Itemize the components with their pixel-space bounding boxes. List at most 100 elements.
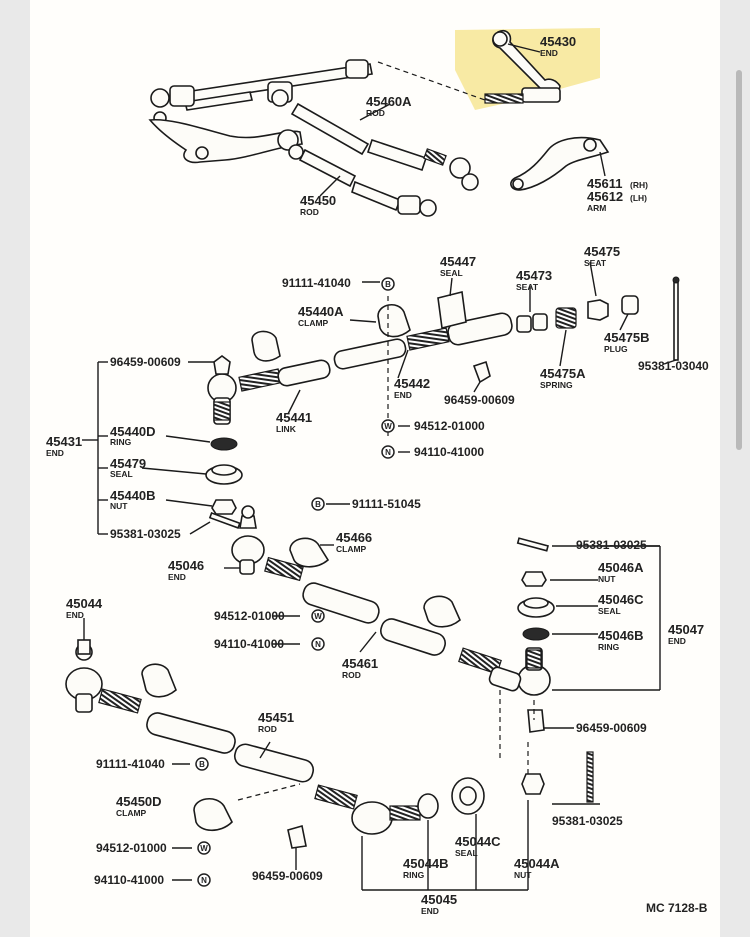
label-45441-name: LINK bbox=[276, 424, 297, 434]
label-45612-suffix: (LH) bbox=[630, 193, 647, 203]
label-45475-name: SEAT bbox=[584, 258, 607, 268]
label-45460A-num: 45460A bbox=[366, 94, 412, 109]
label-45461-name: ROD bbox=[342, 670, 361, 680]
label-45045-num: 45045 bbox=[421, 892, 457, 907]
label-45047-num: 45047 bbox=[668, 622, 704, 637]
relay-rod-assembly bbox=[208, 505, 555, 790]
badge-b-1: B bbox=[385, 280, 391, 289]
label-45475-num: 45475 bbox=[584, 244, 620, 259]
label-45473-num: 45473 bbox=[516, 268, 552, 283]
label-95381-03025-a: 95381-03025 bbox=[110, 527, 181, 541]
label-45450-num: 45450 bbox=[300, 193, 336, 208]
label-45044C-num: 45044C bbox=[455, 834, 501, 849]
label-45045-name: END bbox=[421, 906, 439, 916]
label-45479-name: SEAL bbox=[110, 469, 133, 479]
label-45451-num: 45451 bbox=[258, 710, 294, 725]
label-45466-num: 45466 bbox=[336, 530, 372, 545]
label-45612-name: ARM bbox=[587, 203, 606, 213]
label-94512-01000-c: 94512-01000 bbox=[96, 841, 167, 855]
label-94110-41000-a: 94110-41000 bbox=[414, 445, 484, 459]
label-45431-name: END bbox=[46, 448, 64, 458]
label-91111-51045: 91111-51045 bbox=[352, 497, 421, 511]
label-45431-num: 45431 bbox=[46, 434, 82, 449]
badge-n-3: N bbox=[201, 876, 207, 885]
label-96459-00609-a: 96459-00609 bbox=[110, 355, 181, 369]
label-45475B-name: PLUG bbox=[604, 344, 628, 354]
label-45046-num: 45046 bbox=[168, 558, 204, 573]
label-95381-03040: 95381-03040 bbox=[638, 359, 709, 373]
label-45611-suffix: (RH) bbox=[630, 180, 648, 190]
label-96459-00609-c: 96459-00609 bbox=[576, 721, 647, 735]
label-96459-00609-b: 96459-00609 bbox=[444, 393, 515, 407]
label-45450D-name: CLAMP bbox=[116, 808, 147, 818]
badge-w-1: W bbox=[384, 422, 392, 431]
label-45044A-num: 45044A bbox=[514, 856, 560, 871]
label-45046-name: END bbox=[168, 572, 186, 582]
label-45441-num: 45441 bbox=[276, 410, 312, 425]
label-94512-01000-a: 94512-01000 bbox=[414, 419, 485, 433]
label-45461-num: 45461 bbox=[342, 656, 378, 671]
label-45442-name: END bbox=[394, 390, 412, 400]
label-91111-41040-a: 91111-41040 bbox=[282, 276, 351, 290]
label-45046A-name: NUT bbox=[598, 574, 616, 584]
label-45450-name: ROD bbox=[300, 207, 319, 217]
label-45473-name: SEAT bbox=[516, 282, 539, 292]
circled-badges: B W N B W N B W N bbox=[195, 277, 395, 887]
label-45046B-num: 45046B bbox=[598, 628, 644, 643]
label-45046A-num: 45046A bbox=[598, 560, 644, 575]
label-45440A-name: CLAMP bbox=[298, 318, 329, 328]
label-91111-41040-b: 91111-41040 bbox=[96, 757, 165, 771]
figure-code: MC 7128-B bbox=[646, 901, 708, 915]
label-45475A-name: SPRING bbox=[540, 380, 573, 390]
label-45044-num: 45044 bbox=[66, 596, 103, 611]
label-45046C-num: 45046C bbox=[598, 592, 644, 607]
label-45612-num: 45612 bbox=[587, 189, 623, 204]
tie-rod-end-45044-assembly bbox=[65, 639, 594, 849]
label-45430-name: END bbox=[540, 48, 558, 58]
tie-rod-end-45431-assembly bbox=[205, 276, 680, 515]
badge-n-1: N bbox=[385, 448, 391, 457]
label-45044C-name: SEAL bbox=[455, 848, 478, 858]
label-94110-41000-c: 94110-41000 bbox=[94, 873, 164, 887]
label-45475B-num: 45475B bbox=[604, 330, 650, 345]
label-45046B-name: RING bbox=[598, 642, 620, 652]
label-45447-name: SEAL bbox=[440, 268, 463, 278]
label-95381-03025-c: 95381-03025 bbox=[552, 814, 623, 828]
vertical-scrollbar[interactable] bbox=[736, 70, 742, 450]
label-45479-num: 45479 bbox=[110, 456, 146, 471]
label-45611-num: 45611 bbox=[587, 176, 622, 191]
label-45447-num: 45447 bbox=[440, 254, 476, 269]
label-45466-name: CLAMP bbox=[336, 544, 367, 554]
part-labels: 45430 END 45460A ROD 45611 (RH) 45612 (L… bbox=[46, 34, 709, 916]
label-45044B-num: 45044B bbox=[403, 856, 449, 871]
label-45451-name: ROD bbox=[258, 724, 277, 734]
label-94512-01000-b: 94512-01000 bbox=[214, 609, 285, 623]
label-96459-00609-d: 96459-00609 bbox=[252, 869, 323, 883]
label-45440B-name: NUT bbox=[110, 501, 128, 511]
label-45044A-name: NUT bbox=[514, 870, 532, 880]
badge-n-2: N bbox=[315, 640, 321, 649]
label-45440D-name: RING bbox=[110, 437, 132, 447]
label-45440B-num: 45440B bbox=[110, 488, 156, 503]
label-94110-41000-b: 94110-41000 bbox=[214, 637, 284, 651]
label-45044B-name: RING bbox=[403, 870, 425, 880]
label-45442-num: 45442 bbox=[394, 376, 430, 391]
label-95381-03025-b: 95381-03025 bbox=[576, 538, 647, 552]
label-45440D-num: 45440D bbox=[110, 424, 156, 439]
label-45440A-num: 45440A bbox=[298, 304, 344, 319]
top-overview-assembly bbox=[148, 28, 610, 217]
label-45044-name: END bbox=[66, 610, 84, 620]
leader-lines bbox=[82, 43, 677, 891]
badge-b-2: B bbox=[315, 500, 321, 509]
badge-b-3: B bbox=[199, 760, 205, 769]
label-45430-num: 45430 bbox=[540, 34, 576, 49]
label-45475A-num: 45475A bbox=[540, 366, 586, 381]
badge-w-3: W bbox=[200, 844, 208, 853]
label-45047-name: END bbox=[668, 636, 686, 646]
label-45046C-name: SEAL bbox=[598, 606, 621, 616]
label-45460A-name: ROD bbox=[366, 108, 385, 118]
label-45450D-num: 45450D bbox=[116, 794, 162, 809]
badge-w-2: W bbox=[314, 612, 322, 621]
